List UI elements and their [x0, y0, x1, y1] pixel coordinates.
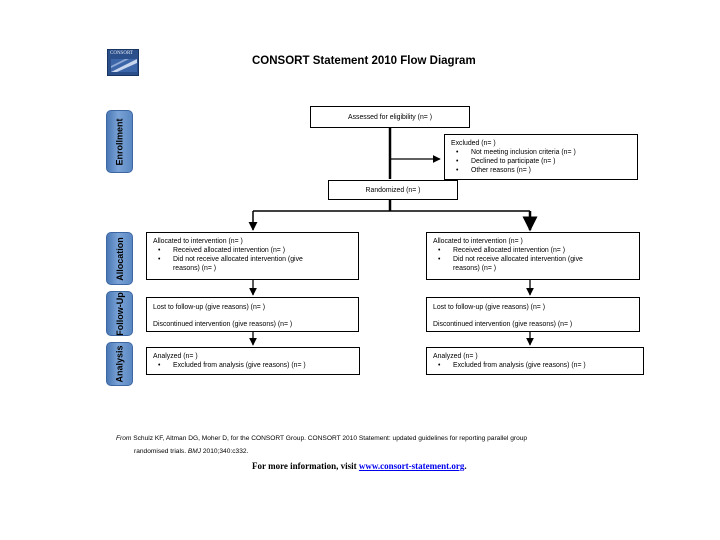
randomized-text: Randomized (n= ) — [365, 187, 421, 194]
left-allocation-box: Allocated to intervention (n= ) Received… — [146, 232, 359, 280]
analysis-list: Excluded from analysis (give reasons) (n… — [433, 361, 637, 370]
citation-line2-prefix: randomised trials. — [134, 448, 188, 455]
right-followup-box: Lost to follow-up (give reasons) (n= ) D… — [426, 297, 640, 332]
analysis-list: Excluded from analysis (give reasons) (n… — [153, 361, 353, 370]
allocation-item: Received allocated intervention (n= ) — [433, 246, 633, 255]
allocation-item-text: Did not receive allocated intervention (… — [173, 256, 303, 263]
logo-graphic — [111, 59, 137, 72]
discontinued-text: Discontinued intervention (give reasons)… — [433, 321, 573, 328]
analyzed-title: Analyzed (n= ) — [153, 353, 198, 360]
allocation-item: Did not receive allocated intervention (… — [433, 255, 633, 273]
stage-followup: Follow-Up — [106, 291, 133, 336]
assessed-box: Assessed for eligibility (n= ) — [310, 106, 470, 128]
lost-followup-text: Lost to follow-up (give reasons) (n= ) — [153, 304, 266, 311]
stage-analysis: Analysis — [106, 342, 133, 386]
randomized-box: Randomized (n= ) — [328, 180, 458, 200]
excluded-item: Not meeting inclusion criteria (n= ) — [451, 148, 631, 157]
allocation-list: Received allocated intervention (n= ) Di… — [153, 246, 352, 273]
consort-website-link[interactable]: www.consort-statement.org — [358, 461, 465, 471]
stage-allocation: Allocation — [106, 232, 133, 285]
allocated-title: Allocated to intervention (n= ) — [153, 238, 243, 245]
discontinued-text: Discontinued intervention (give reasons)… — [153, 321, 293, 328]
lost-followup-text: Lost to follow-up (give reasons) (n= ) — [433, 304, 546, 311]
more-info: For more information, visit www.consort-… — [252, 461, 467, 471]
allocation-item: Received allocated intervention (n= ) — [153, 246, 352, 255]
consort-logo: CONSORT — [107, 49, 139, 76]
analyzed-title: Analyzed (n= ) — [433, 353, 478, 360]
assessed-text: Assessed for eligibility (n= ) — [347, 114, 433, 121]
left-followup-box: Lost to follow-up (give reasons) (n= ) D… — [146, 297, 359, 332]
citation-from: From — [116, 435, 132, 442]
allocation-item-text-cont: reasons) (n= ) — [453, 265, 497, 272]
left-analysis-box: Analyzed (n= ) Excluded from analysis (g… — [146, 347, 360, 375]
excluded-item: Declined to participate (n= ) — [451, 157, 631, 166]
citation-journal: BMJ — [187, 448, 202, 455]
more-info-prefix: For more information, visit — [252, 461, 359, 471]
allocation-list: Received allocated intervention (n= ) Di… — [433, 246, 633, 273]
allocated-title: Allocated to intervention (n= ) — [433, 238, 523, 245]
analysis-item: Excluded from analysis (give reasons) (n… — [433, 361, 637, 370]
excluded-title: Excluded (n= ) — [451, 140, 496, 147]
right-analysis-box: Analyzed (n= ) Excluded from analysis (g… — [426, 347, 644, 375]
allocation-item: Did not receive allocated intervention (… — [153, 255, 352, 273]
citation-line-2: randomised trials. BMJ 2010;340:c332. — [116, 445, 527, 458]
logo-text: CONSORT — [110, 51, 134, 56]
excluded-list: Not meeting inclusion criteria (n= ) Dec… — [451, 148, 631, 175]
more-info-suffix: . — [464, 461, 467, 471]
right-allocation-box: Allocated to intervention (n= ) Received… — [426, 232, 640, 280]
allocation-item-text: Did not receive allocated intervention (… — [453, 256, 583, 263]
citation-authors: Schulz KF, Altman DG, Moher D, for the C… — [131, 435, 528, 442]
excluded-item: Other reasons (n= ) — [451, 166, 631, 175]
stage-enrollment: Enrollment — [106, 110, 133, 173]
allocation-item-text-cont: reasons) (n= ) — [173, 265, 217, 272]
excluded-box: Excluded (n= ) Not meeting inclusion cri… — [444, 134, 638, 180]
citation-line2-suffix: 2010;340:c332. — [201, 448, 249, 455]
diagram-title: CONSORT Statement 2010 Flow Diagram — [252, 55, 476, 67]
citation: From Schulz KF, Altman DG, Moher D, for … — [116, 432, 527, 458]
citation-line-1: From Schulz KF, Altman DG, Moher D, for … — [116, 432, 527, 445]
analysis-item: Excluded from analysis (give reasons) (n… — [153, 361, 353, 370]
